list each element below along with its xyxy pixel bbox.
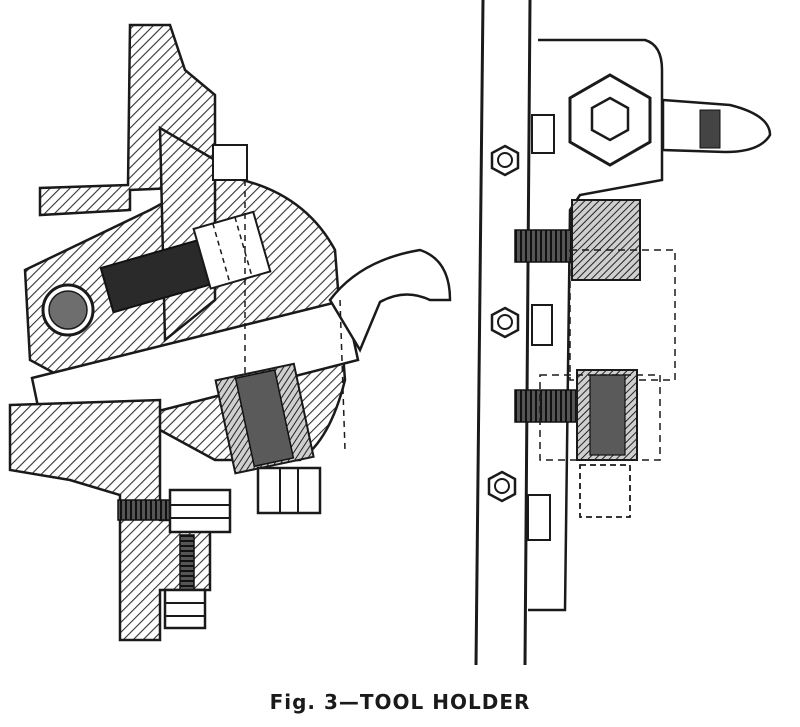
tool-holder-drawing — [8, 0, 772, 666]
adjusting-screw — [117, 499, 171, 521]
lower-clamp-core — [589, 374, 626, 456]
upper-hidden-outline — [569, 249, 676, 381]
pivot-pin-core — [48, 290, 88, 330]
figure-caption: Fig. 3—TOOL HOLDER — [269, 690, 531, 714]
adjusting-nut — [168, 488, 232, 534]
lower-hidden-outline — [539, 374, 661, 461]
column-bolt-bottom — [487, 470, 517, 503]
tool-tip — [328, 248, 452, 353]
hex-nut-lower — [256, 466, 322, 515]
small-key-bottom — [527, 494, 551, 541]
left-key — [531, 114, 555, 154]
stop-block — [212, 144, 248, 181]
small-key-mid — [531, 304, 553, 346]
top-hex-nut — [568, 73, 652, 167]
lower-clamp-screw-thread — [514, 389, 578, 423]
section-view — [8, 23, 452, 642]
upper-clamp-block — [571, 199, 641, 281]
tool-handle-end — [699, 109, 721, 149]
column-bolt-top — [490, 144, 520, 177]
stud-nut — [163, 588, 207, 630]
column-edge-left — [474, 0, 485, 666]
side-elevation-view — [474, 0, 772, 666]
hidden-line-b — [339, 299, 346, 451]
column-edge-right — [523, 0, 532, 666]
vertical-stud — [179, 534, 195, 591]
bottom-hidden-nut — [579, 464, 631, 518]
clamp-screw — [99, 210, 272, 314]
upper-clamp-screw-thread — [514, 229, 574, 263]
column-bolt-middle — [490, 306, 520, 339]
lower-clamp-screw — [214, 362, 315, 475]
